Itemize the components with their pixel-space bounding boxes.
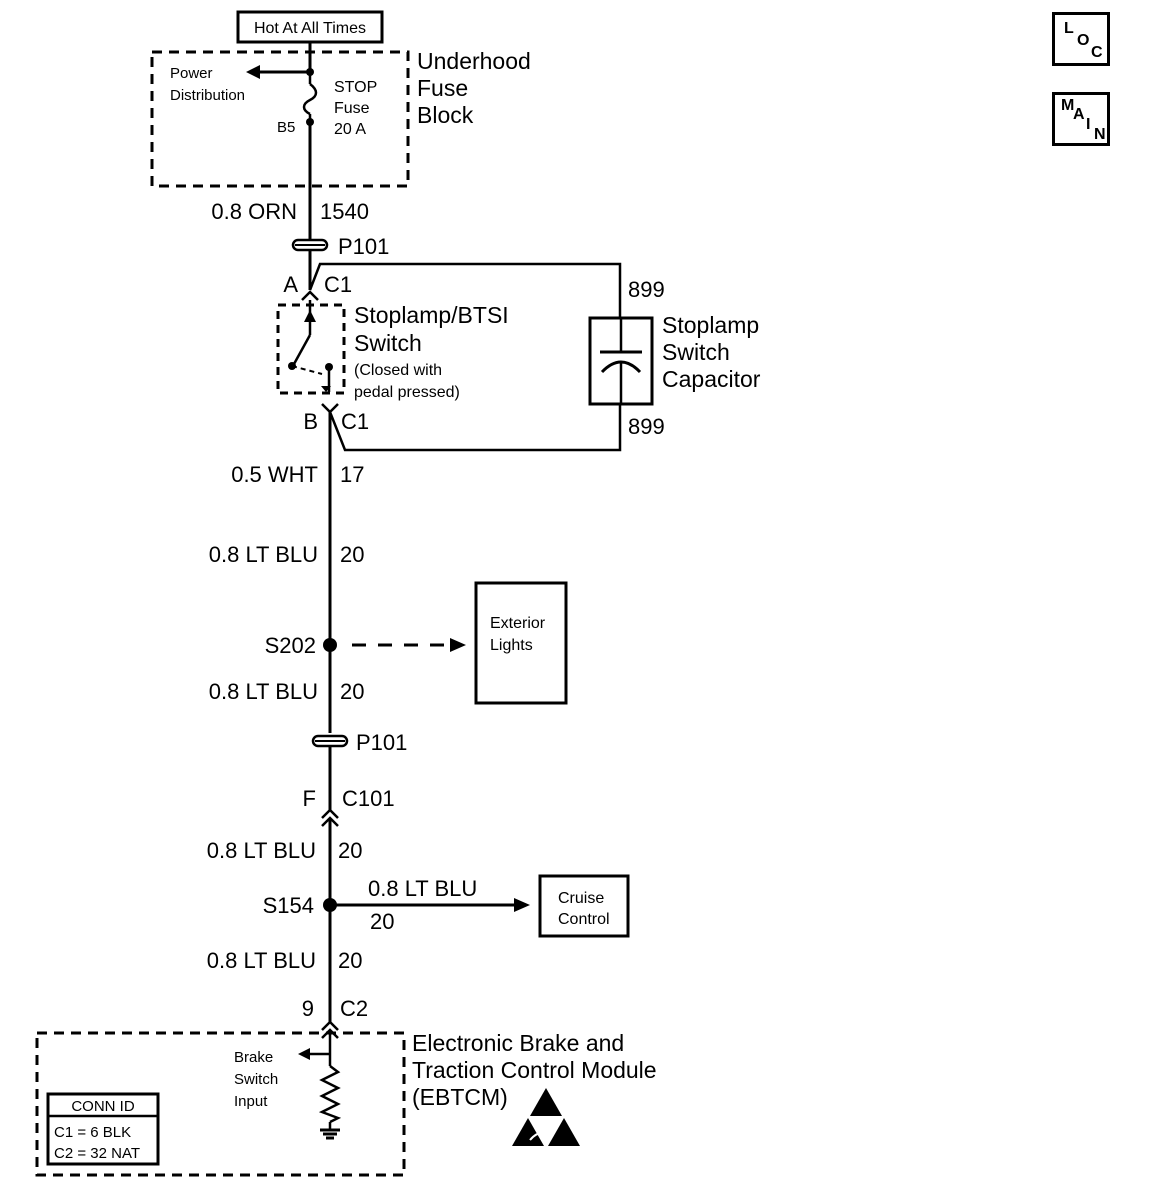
pull-down-resistor bbox=[318, 1065, 342, 1124]
exterior-lights-arrow bbox=[450, 638, 466, 652]
cruise-control-arrow bbox=[514, 898, 530, 912]
hot-at-all-times-label: Hot At All Times bbox=[254, 20, 366, 37]
wire-orn-gauge-color: 0.8 ORN bbox=[211, 199, 297, 224]
exterior-lights-box bbox=[474, 581, 568, 705]
brake-input-line1: Brake bbox=[234, 1049, 273, 1066]
capacitor-feed-wire-899 bbox=[308, 262, 622, 318]
switch-conn-top: C1 bbox=[324, 272, 352, 297]
conn-id-row2: C2 = 32 NAT bbox=[54, 1145, 140, 1162]
wire-ltblu-d-gauge-color: 0.8 LT BLU bbox=[207, 948, 316, 973]
p101-bottom-label: P101 bbox=[356, 730, 407, 755]
power-distribution-line1: Power bbox=[170, 65, 213, 82]
c101-connector-upper bbox=[321, 808, 339, 819]
power-distribution-line2: Distribution bbox=[170, 87, 245, 104]
cap-circuit-bottom: 899 bbox=[628, 414, 665, 439]
capacitor-return-wire-899 bbox=[328, 404, 622, 452]
loc-button[interactable]: L O C bbox=[1052, 12, 1110, 66]
main-letter-i: I bbox=[1086, 116, 1091, 133]
capacitor-label-line3: Capacitor bbox=[662, 366, 761, 392]
underhood-fuse-block-outline bbox=[150, 50, 410, 188]
cruise-control-line2: Control bbox=[558, 911, 610, 928]
conn-id-row1: C1 = 6 BLK bbox=[54, 1124, 131, 1141]
cruise-wire-circuit: 20 bbox=[370, 909, 394, 934]
switch-blade bbox=[292, 334, 312, 365]
p101-top-label: P101 bbox=[338, 234, 389, 259]
fuse-name-line2: Fuse bbox=[334, 100, 370, 117]
module-label-line1: Electronic Brake and bbox=[412, 1030, 624, 1056]
main-letter-m: M bbox=[1061, 97, 1075, 114]
fuse-block-label-line2: Fuse bbox=[417, 75, 468, 101]
exterior-lights-line1: Exterior bbox=[490, 615, 546, 632]
splice-s154-label: S154 bbox=[263, 893, 314, 918]
conn-id-table bbox=[46, 1092, 160, 1166]
loc-letter-o: O bbox=[1077, 32, 1090, 49]
switch-dashed-link bbox=[291, 365, 323, 375]
esd-sensitive-icon bbox=[512, 1088, 580, 1146]
wire-wht-gauge-color: 0.5 WHT bbox=[231, 462, 318, 487]
switch-actuator-arrow bbox=[321, 386, 331, 392]
conn-id-title: CONN ID bbox=[71, 1098, 135, 1115]
wire-orn-circuit: 1540 bbox=[320, 199, 369, 224]
fuse-block-label-line3: Block bbox=[417, 102, 474, 128]
switch-note-line1: (Closed with bbox=[354, 362, 442, 379]
stop-fuse-element bbox=[302, 83, 318, 116]
c2-connector-upper bbox=[321, 1020, 339, 1031]
brake-input-line2: Switch bbox=[234, 1071, 278, 1088]
cruise-control-box bbox=[538, 874, 630, 938]
capacitor-label-line2: Switch bbox=[662, 339, 730, 365]
switch-pin-a: A bbox=[283, 272, 298, 297]
main-button[interactable]: M A I N bbox=[1052, 92, 1110, 146]
switch-pin-b: B bbox=[303, 409, 318, 434]
fuse-block-label-line1: Underhood bbox=[417, 48, 531, 74]
fuse-terminal-label: B5 bbox=[277, 119, 295, 136]
loc-letter-l: L bbox=[1064, 20, 1074, 37]
wire-ltblu-b-gauge-color: 0.8 LT BLU bbox=[209, 679, 318, 704]
brake-input-line3: Input bbox=[234, 1093, 268, 1110]
module-label-line3: (EBTCM) bbox=[412, 1084, 508, 1110]
fuse-rating: 20 A bbox=[334, 121, 366, 138]
splice-s202-label: S202 bbox=[265, 633, 316, 658]
switch-label-line1: Stoplamp/BTSI bbox=[354, 302, 509, 328]
c2-label: C2 bbox=[340, 996, 368, 1021]
switch-connector-a bbox=[301, 290, 319, 301]
main-letter-a: A bbox=[1073, 106, 1085, 123]
cruise-wire-gauge-color: 0.8 LT BLU bbox=[368, 876, 477, 901]
c2-pin: 9 bbox=[302, 996, 314, 1021]
wire-ltblu-d-circuit: 20 bbox=[338, 948, 362, 973]
splice-s202 bbox=[323, 638, 337, 652]
wire-ltblu-c-circuit: 20 bbox=[338, 838, 362, 863]
main-letter-n: N bbox=[1094, 126, 1106, 143]
switch-conn-bottom: C1 bbox=[341, 409, 369, 434]
wire-wht-circuit: 17 bbox=[340, 462, 364, 487]
loc-letter-c: C bbox=[1091, 44, 1103, 61]
switch-note-line2: pedal pressed) bbox=[354, 384, 460, 401]
switch-internal-arrow bbox=[304, 310, 316, 322]
fuse-name-line1: STOP bbox=[334, 79, 377, 96]
exterior-lights-line2: Lights bbox=[490, 637, 533, 654]
wire-ltblu-c-gauge-color: 0.8 LT BLU bbox=[207, 838, 316, 863]
c101-pin: F bbox=[303, 786, 316, 811]
brake-input-arrow bbox=[298, 1048, 310, 1060]
wire-ltblu-a-circuit: 20 bbox=[340, 542, 364, 567]
wire-ltblu-b-circuit: 20 bbox=[340, 679, 364, 704]
wire-ltblu-a-gauge-color: 0.8 LT BLU bbox=[209, 542, 318, 567]
cruise-control-line1: Cruise bbox=[558, 890, 604, 907]
module-label-line2: Traction Control Module bbox=[412, 1057, 657, 1083]
switch-label-line2: Switch bbox=[354, 330, 422, 356]
capacitor-label-line1: Stoplamp bbox=[662, 312, 759, 338]
cap-circuit-top: 899 bbox=[628, 277, 665, 302]
power-distribution-arrow bbox=[246, 65, 260, 79]
switch-connector-b bbox=[321, 403, 339, 414]
c101-label: C101 bbox=[342, 786, 395, 811]
